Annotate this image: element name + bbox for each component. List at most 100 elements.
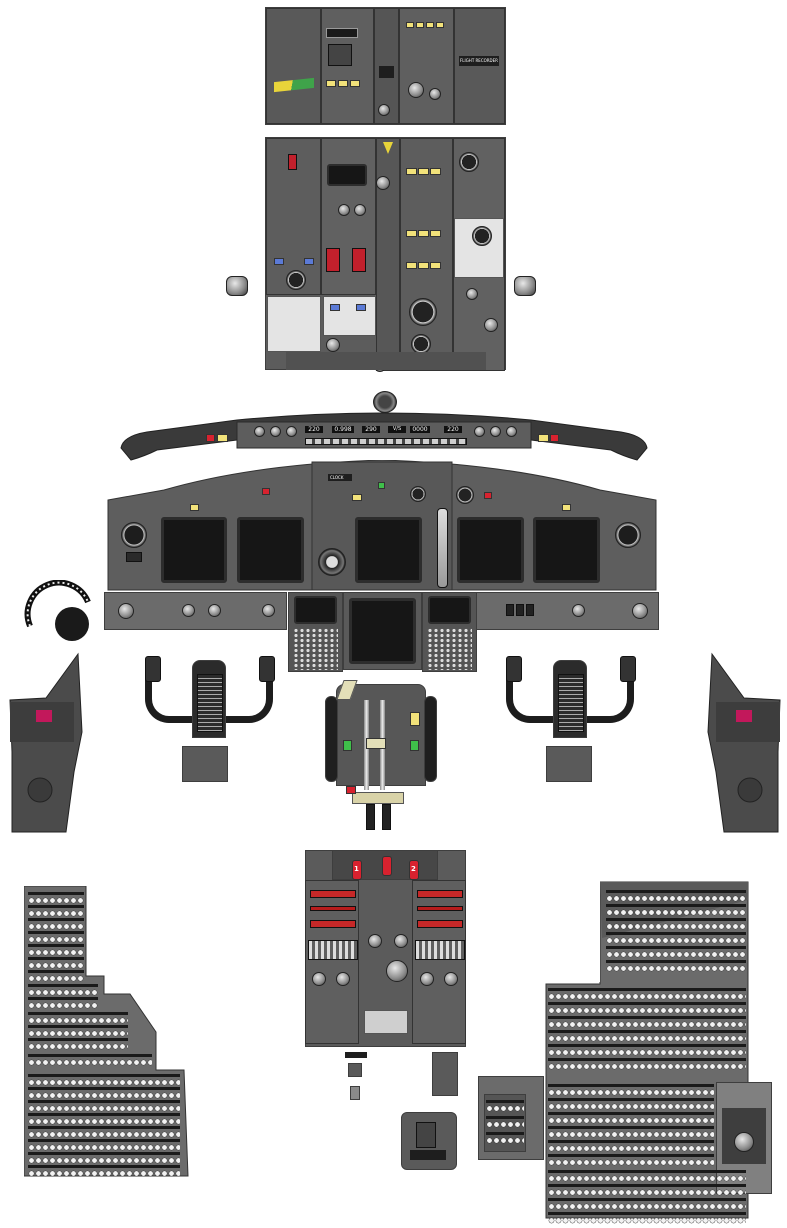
- circuit-breaker-icon[interactable]: [548, 1158, 714, 1167]
- nose-wheel-tiller-icon[interactable]: [24, 580, 94, 652]
- circuit-breaker-icon[interactable]: [606, 936, 746, 945]
- efis-left-knob-2[interactable]: [270, 426, 281, 437]
- red-guard-switch-1[interactable]: [288, 154, 297, 170]
- capt-lower-knob-4[interactable]: [262, 604, 275, 617]
- captain-clock-button[interactable]: [126, 552, 142, 562]
- fo-rudder-adjust[interactable]: [546, 746, 592, 782]
- circuit-breaker-icon[interactable]: [28, 974, 84, 983]
- circuit-breaker-icon[interactable]: [606, 908, 746, 917]
- start-levers[interactable]: [352, 792, 404, 804]
- efis-left-knob-3[interactable]: [286, 426, 297, 437]
- fo-lower-knob-1[interactable]: [572, 604, 585, 617]
- speedbrake-wheel-left[interactable]: [325, 696, 338, 782]
- fo-yoke-right-grip[interactable]: [620, 656, 636, 682]
- pedestal-knob-5[interactable]: [368, 934, 382, 948]
- fuel-control-lever-1[interactable]: [366, 804, 375, 830]
- capt-lower-knob-3[interactable]: [208, 604, 221, 617]
- circuit-breaker-icon[interactable]: [548, 1088, 714, 1097]
- pedestal-knob-2[interactable]: [336, 972, 350, 986]
- overhead-knob-1[interactable]: [376, 176, 390, 190]
- circuit-breaker-icon[interactable]: [606, 894, 746, 903]
- fire-warning-right[interactable]: [484, 492, 492, 499]
- circuit-breaker-icon[interactable]: [548, 1144, 714, 1153]
- fire-warning-left[interactable]: [262, 488, 270, 495]
- capt-lower-knob-1[interactable]: [118, 603, 134, 619]
- aft-overhead-knob-2[interactable]: [378, 104, 390, 116]
- aft-overhead-knob-3[interactable]: [429, 88, 441, 100]
- aft-overhead-knob-1[interactable]: [408, 82, 424, 98]
- circuit-breaker-icon[interactable]: [28, 961, 84, 970]
- circuit-breaker-icon[interactable]: [28, 935, 84, 944]
- overhead-knob-2[interactable]: [338, 204, 350, 216]
- circuit-breaker-icon[interactable]: [28, 1029, 128, 1038]
- right-dome-light-icon[interactable]: [514, 276, 536, 296]
- circuit-breaker-icon[interactable]: [28, 1156, 180, 1165]
- small-control-box-1[interactable]: [348, 1063, 362, 1077]
- fo-cdu-keypad[interactable]: [427, 628, 472, 670]
- capt-lower-knob-2[interactable]: [182, 604, 195, 617]
- thrust-lever-knob[interactable]: [366, 738, 386, 749]
- overhead-knob-5[interactable]: [484, 318, 498, 332]
- circuit-breaker-icon[interactable]: [548, 1202, 746, 1211]
- efis-right-knob-2[interactable]: [490, 426, 501, 437]
- rudder-trim-knob[interactable]: [386, 960, 408, 982]
- circuit-breaker-icon[interactable]: [28, 922, 84, 931]
- circuit-breaker-icon[interactable]: [548, 1062, 746, 1071]
- circuit-breaker-icon[interactable]: [548, 1102, 714, 1111]
- circuit-breaker-icon[interactable]: [28, 1117, 180, 1126]
- pedestal-knob-3[interactable]: [420, 972, 434, 986]
- circuit-breaker-icon[interactable]: [28, 1001, 98, 1010]
- circuit-breaker-icon[interactable]: [548, 1174, 746, 1183]
- efis-left-knob-1[interactable]: [254, 426, 265, 437]
- aft-overhead-keypad[interactable]: [328, 44, 352, 66]
- pedestal-knob-1[interactable]: [312, 972, 326, 986]
- master-caution-right[interactable]: [550, 434, 559, 442]
- fo-lower-knob-2[interactable]: [632, 603, 648, 619]
- audio-panel-right[interactable]: [415, 940, 465, 960]
- overhead-knob-6[interactable]: [326, 338, 340, 352]
- circuit-breaker-icon[interactable]: [28, 1130, 180, 1139]
- circuit-breaker-icon[interactable]: [548, 1006, 746, 1015]
- circuit-breaker-icon[interactable]: [486, 1104, 524, 1113]
- circuit-breaker-icon[interactable]: [28, 1016, 128, 1025]
- efis-right-knob-1[interactable]: [474, 426, 485, 437]
- circuit-breaker-icon[interactable]: [548, 1034, 746, 1043]
- overhead-knob-4[interactable]: [466, 288, 478, 300]
- red-guard-switch-3[interactable]: [352, 248, 366, 272]
- audio-panel-left[interactable]: [308, 940, 358, 960]
- pedestal-knob-6[interactable]: [394, 934, 408, 948]
- circuit-breaker-icon[interactable]: [486, 1120, 524, 1129]
- master-caution-left[interactable]: [206, 434, 215, 442]
- circuit-breaker-icon[interactable]: [548, 1020, 746, 1029]
- captain-cdu-keypad[interactable]: [293, 628, 338, 670]
- circuit-breaker-icon[interactable]: [28, 1042, 128, 1051]
- circuit-breaker-icon[interactable]: [28, 909, 84, 918]
- engine-2-fire-handle[interactable]: 2: [409, 860, 419, 880]
- circuit-breaker-icon[interactable]: [28, 1169, 180, 1178]
- captain-rudder-adjust[interactable]: [182, 746, 228, 782]
- circuit-breaker-icon[interactable]: [606, 922, 746, 931]
- circuit-breaker-icon[interactable]: [28, 896, 84, 905]
- circuit-breaker-icon[interactable]: [28, 1143, 180, 1152]
- captain-yoke-left-grip[interactable]: [145, 656, 161, 682]
- captain-yoke-right-grip[interactable]: [259, 656, 275, 682]
- six-pack-right[interactable]: [538, 434, 549, 442]
- emergency-locator-knob[interactable]: [734, 1132, 754, 1152]
- efis-right-knob-3[interactable]: [506, 426, 517, 437]
- circuit-breaker-icon[interactable]: [28, 1078, 180, 1087]
- small-control-box-2[interactable]: [350, 1086, 360, 1100]
- fo-yoke-left-grip[interactable]: [506, 656, 522, 682]
- fo-lower-switch-2[interactable]: [516, 604, 524, 616]
- circuit-breaker-icon[interactable]: [548, 992, 746, 1001]
- fo-lower-switch-1[interactable]: [506, 604, 514, 616]
- circuit-breaker-icon[interactable]: [606, 964, 746, 973]
- six-pack-left[interactable]: [217, 434, 228, 442]
- circuit-breaker-icon[interactable]: [28, 988, 98, 997]
- circuit-breaker-icon[interactable]: [28, 1091, 180, 1100]
- stab-trim-wheel-right[interactable]: [424, 696, 437, 782]
- overhead-knob-3[interactable]: [354, 204, 366, 216]
- circuit-breaker-icon[interactable]: [548, 1116, 714, 1125]
- circuit-breaker-icon[interactable]: [606, 950, 746, 959]
- circuit-breaker-icon[interactable]: [486, 1136, 524, 1145]
- flap-lever-knob[interactable]: [410, 712, 420, 726]
